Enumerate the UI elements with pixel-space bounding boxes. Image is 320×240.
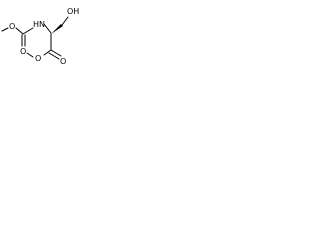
bond-ester-c-methoxy-o bbox=[43, 49, 52, 56]
bond-alpha-c-ch2-wedge bbox=[51, 24, 63, 34]
atom-ester-methoxy-o: O bbox=[35, 54, 41, 63]
bond-carbamate-o-carbonyl-c bbox=[15, 27, 24, 35]
bond-methoxy-o-methyl bbox=[26, 52, 34, 58]
atom-carbamate-methoxy-o: O bbox=[9, 22, 15, 31]
bond-ch2-oh bbox=[61, 16, 69, 26]
bond-ester-c-o-double-2 bbox=[48, 52, 60, 60]
bond-ester-c-o-double-1 bbox=[50, 49, 62, 57]
bond-methyl-carbamate-o bbox=[1, 27, 9, 32]
atom-ester-carbonyl-o: O bbox=[60, 57, 66, 66]
atom-hydroxyl: OH bbox=[67, 7, 79, 16]
atom-carbamate-n: HN bbox=[33, 20, 45, 29]
bond-n-alpha-c bbox=[43, 23, 52, 34]
atom-carbamate-carbonyl-o: O bbox=[20, 47, 26, 56]
molecule-structure: O O HN OH O O bbox=[1, 7, 79, 66]
bond-carbamate-c-n bbox=[22, 27, 34, 35]
